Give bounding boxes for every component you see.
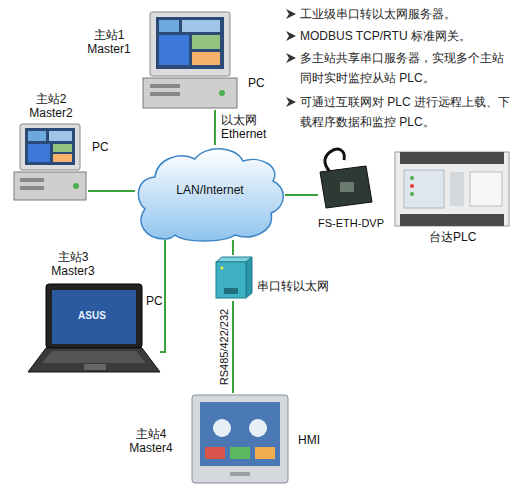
pc-workstation: 主站1 Master1PC	[140, 10, 240, 110]
hmi-screen	[200, 402, 280, 466]
plc-illustration	[395, 152, 509, 226]
laptop-keyboard	[42, 351, 146, 363]
status-led	[410, 184, 414, 188]
pc-illustration	[143, 12, 237, 108]
bullet-arrow	[286, 53, 296, 63]
device-type: PC	[248, 76, 265, 90]
network-cloud: LAN/Internet	[135, 145, 285, 240]
edge-label: RS485/422/232	[217, 309, 231, 385]
drive-slot	[20, 186, 44, 190]
device-name: 台达PLC	[429, 230, 476, 244]
power-led	[219, 90, 225, 96]
screen-tile	[53, 154, 72, 162]
ethernet-link	[214, 110, 216, 145]
laptop-lid	[46, 284, 142, 348]
monitor-screen	[25, 128, 75, 165]
edge-label: 以太网 Ethernet	[221, 113, 275, 141]
hmi-bezel-logo	[230, 472, 250, 476]
station-name: 主站1 Master1	[80, 28, 138, 56]
bullet-markers	[286, 9, 296, 107]
status-led	[410, 176, 414, 180]
device-type: PC	[92, 140, 109, 154]
screen-tile	[28, 131, 46, 141]
drive-slot	[20, 178, 44, 182]
hmi-button	[255, 447, 275, 459]
hmi-illustration	[192, 395, 288, 483]
plc-logo-bar	[450, 172, 464, 206]
pc-case	[143, 78, 237, 108]
station-name: 主站3 Master3	[44, 250, 102, 278]
plc-unit: 台达PLC	[393, 148, 511, 228]
station-name: 主站2 Master2	[22, 92, 80, 120]
serial-server: 串口转以太网	[213, 255, 253, 301]
plc-panel	[404, 170, 444, 208]
network-name: LAN/Internet	[135, 183, 285, 197]
feature-note: 可通过互联网对 PLC 进行远程上载、下载程序数据和监控 PLC。	[300, 92, 512, 132]
station-name: 主站4 Master4	[122, 427, 180, 455]
feature-note: MODBUS TCP/RTU 标准网关。	[300, 26, 512, 46]
hmi-frame	[192, 395, 288, 483]
server-front	[216, 262, 246, 298]
pc-illustration	[14, 124, 86, 200]
power-led	[73, 183, 79, 189]
brand-logo: ASUS	[72, 309, 112, 323]
laptop-workstation: 主站3 Master3PC	[28, 282, 160, 377]
ethernet-module: FS-ETH-DVP	[318, 150, 380, 212]
bullet-arrow	[286, 97, 296, 107]
device-type: PC	[146, 294, 163, 308]
bullet-arrow	[286, 9, 296, 19]
monitor-screen	[156, 17, 224, 69]
screen-tile	[182, 20, 220, 32]
serial-link	[232, 301, 234, 393]
server-port	[224, 288, 238, 294]
module-body	[320, 166, 372, 208]
server-led	[221, 267, 224, 270]
hmi-gauge	[213, 419, 231, 437]
ethernet-module-illustration	[320, 149, 372, 208]
pc-workstation: 主站2 Master2PC	[12, 122, 88, 202]
screen-tile	[159, 35, 189, 65]
monitor-bezel	[150, 12, 230, 76]
device-name: 串口转以太网	[257, 279, 329, 293]
server-side	[246, 257, 252, 298]
screen-tile	[192, 35, 220, 49]
laptop-base	[28, 348, 160, 372]
hmi-button	[230, 447, 250, 459]
rj45-port	[340, 182, 354, 192]
hmi-panel: 主站4 Master4HMI	[190, 393, 290, 485]
device-type: HMI	[298, 433, 320, 447]
drive-slot	[150, 84, 180, 88]
plc-slot	[470, 172, 502, 206]
serial-server-illustration	[216, 257, 252, 298]
terminal-strip	[400, 152, 504, 164]
screen-tile	[49, 131, 72, 141]
screen-tile	[192, 52, 220, 65]
ethernet-link	[232, 240, 234, 255]
laptop-touchpad	[84, 364, 106, 370]
bullet-arrow	[286, 31, 296, 41]
pc-case	[14, 172, 86, 200]
screen-tile	[159, 20, 179, 32]
device-model: FS-ETH-DVP	[318, 216, 384, 230]
drive-slot	[150, 92, 180, 96]
laptop-screen	[52, 290, 136, 344]
feature-note: 多主站共享串口服务器，实现多个主站同时实时监控从站 PLC。	[300, 48, 512, 88]
feature-note: 工业级串口转以太网服务器。	[300, 4, 512, 24]
monitor-bezel	[20, 124, 80, 170]
hmi-gauge	[249, 419, 267, 437]
status-led	[410, 192, 414, 196]
terminal-strip	[400, 214, 504, 226]
screen-tile	[28, 144, 50, 162]
ethernet-link	[88, 190, 135, 192]
hmi-button	[205, 447, 225, 459]
laptop-illustration	[28, 284, 160, 372]
ethernet-link	[285, 194, 318, 196]
screen-tile	[53, 144, 72, 152]
plc-body	[395, 152, 509, 226]
